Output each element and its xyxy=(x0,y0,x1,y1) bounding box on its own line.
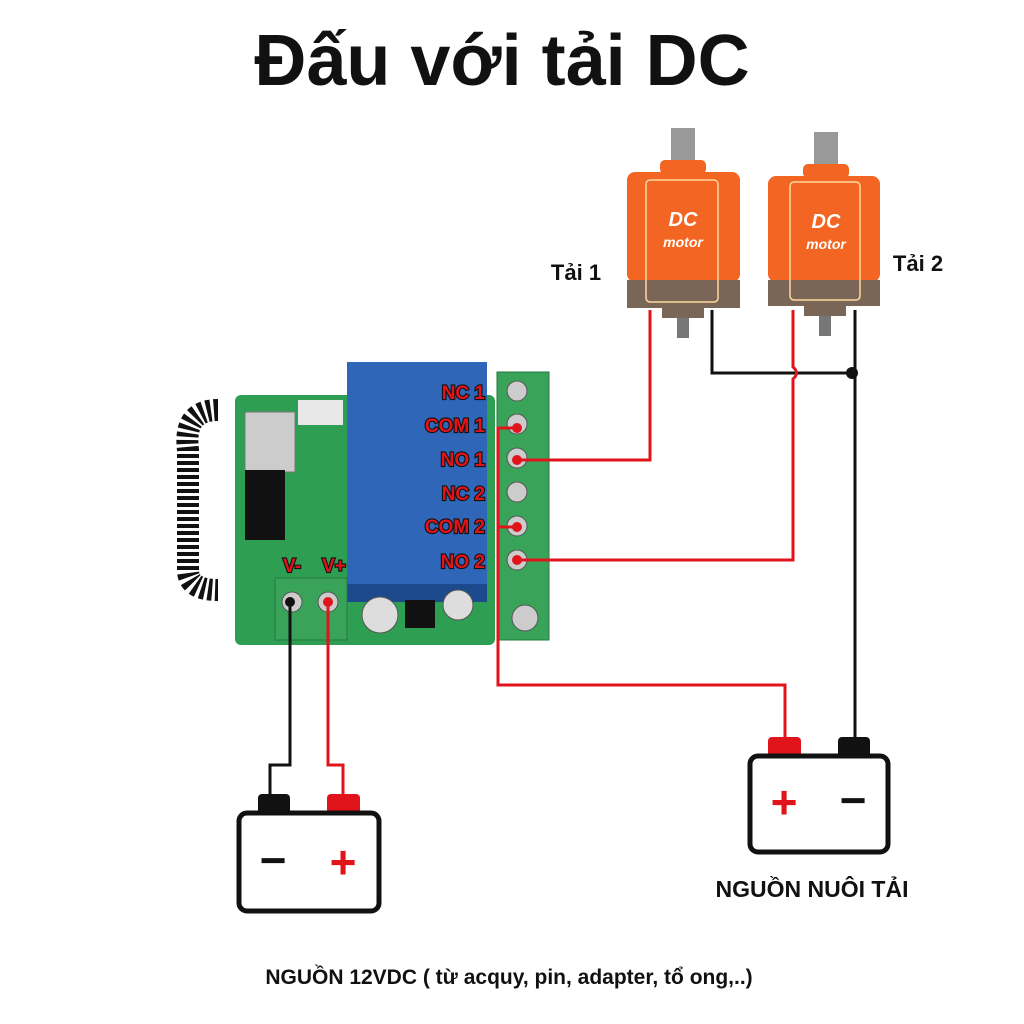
motor-2-subtext: motor xyxy=(806,236,847,252)
motor-1: DC motor xyxy=(627,128,740,338)
battery-right-minus: − xyxy=(840,774,867,826)
junction-dot xyxy=(846,367,858,379)
motor-2: DC motor xyxy=(768,132,880,336)
wire-no2-load2 xyxy=(517,310,798,562)
wires xyxy=(268,310,858,795)
motor-1-subtext: motor xyxy=(663,234,704,250)
antenna xyxy=(176,399,219,601)
terminal-vminus-label: V- xyxy=(283,556,301,577)
load-2-label: Tải 2 xyxy=(893,251,943,276)
battery-12vdc: − + xyxy=(236,794,382,914)
wire-no1-load1 xyxy=(517,310,652,462)
terminal-vplus-label: V+ xyxy=(322,556,346,577)
battery-right-plus: + xyxy=(771,776,798,828)
battery-left-plus: + xyxy=(330,836,357,888)
footer-caption: NGUỒN 12VDC ( từ acquy, pin, adapter, tổ… xyxy=(265,965,752,989)
load-supply-label: NGUỒN NUÔI TẢI xyxy=(716,874,909,902)
wire-vminus xyxy=(268,602,292,795)
terminal-nc2-label: NC 2 xyxy=(442,484,485,505)
terminal-no1-label: NO 1 xyxy=(441,450,486,471)
battery-load-supply: + − xyxy=(747,737,891,855)
load-1-label: Tải 1 xyxy=(551,260,601,285)
page-title: Đấu với tải DC xyxy=(254,21,749,101)
relay-board xyxy=(176,362,550,645)
terminal-no2-label: NO 2 xyxy=(441,552,485,573)
battery-left-minus: − xyxy=(260,834,287,886)
terminal-nc1-label: NC 1 xyxy=(442,383,486,404)
terminal-com1-label: COM 1 xyxy=(425,416,486,437)
motor-1-text: DC xyxy=(669,209,698,231)
wire-vplus xyxy=(326,602,345,795)
wire-com-positive xyxy=(496,426,787,742)
wire-load1-negative xyxy=(710,310,852,375)
motor-2-text: DC xyxy=(812,211,841,233)
terminal-com2-label: COM 2 xyxy=(425,517,485,538)
